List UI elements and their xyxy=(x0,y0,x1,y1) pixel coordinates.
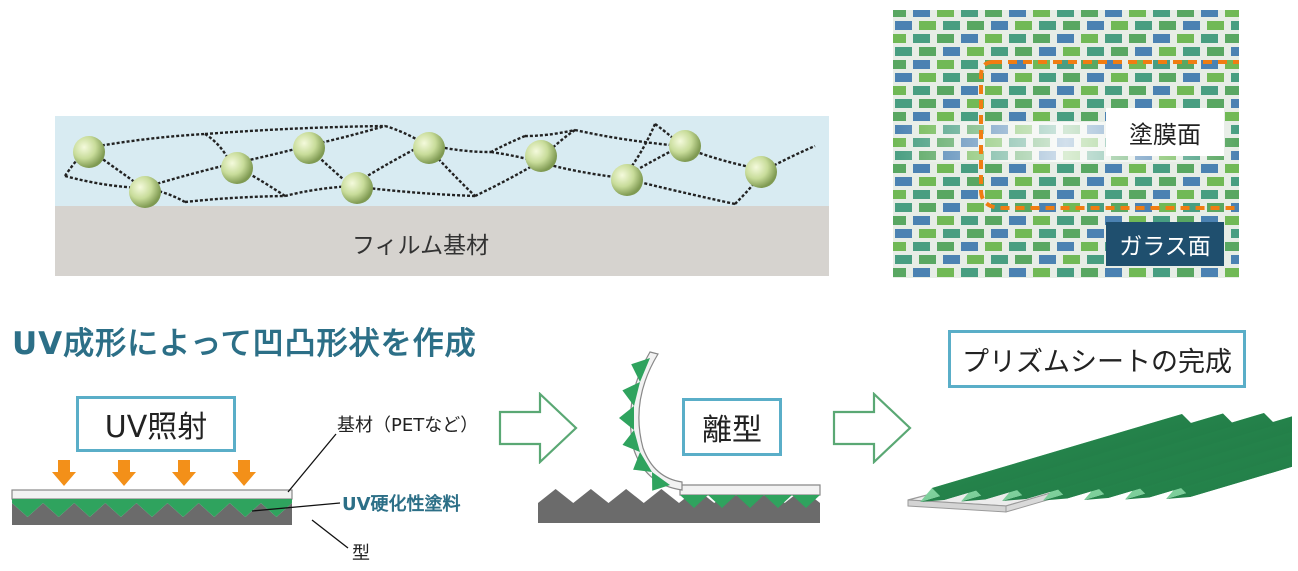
prism-sheet-complete-label: プリズムシートの完成 xyxy=(948,330,1246,388)
prism-sheet-illustration xyxy=(900,400,1292,520)
release-label: 離型 xyxy=(682,398,782,456)
release-diagram xyxy=(530,340,830,530)
